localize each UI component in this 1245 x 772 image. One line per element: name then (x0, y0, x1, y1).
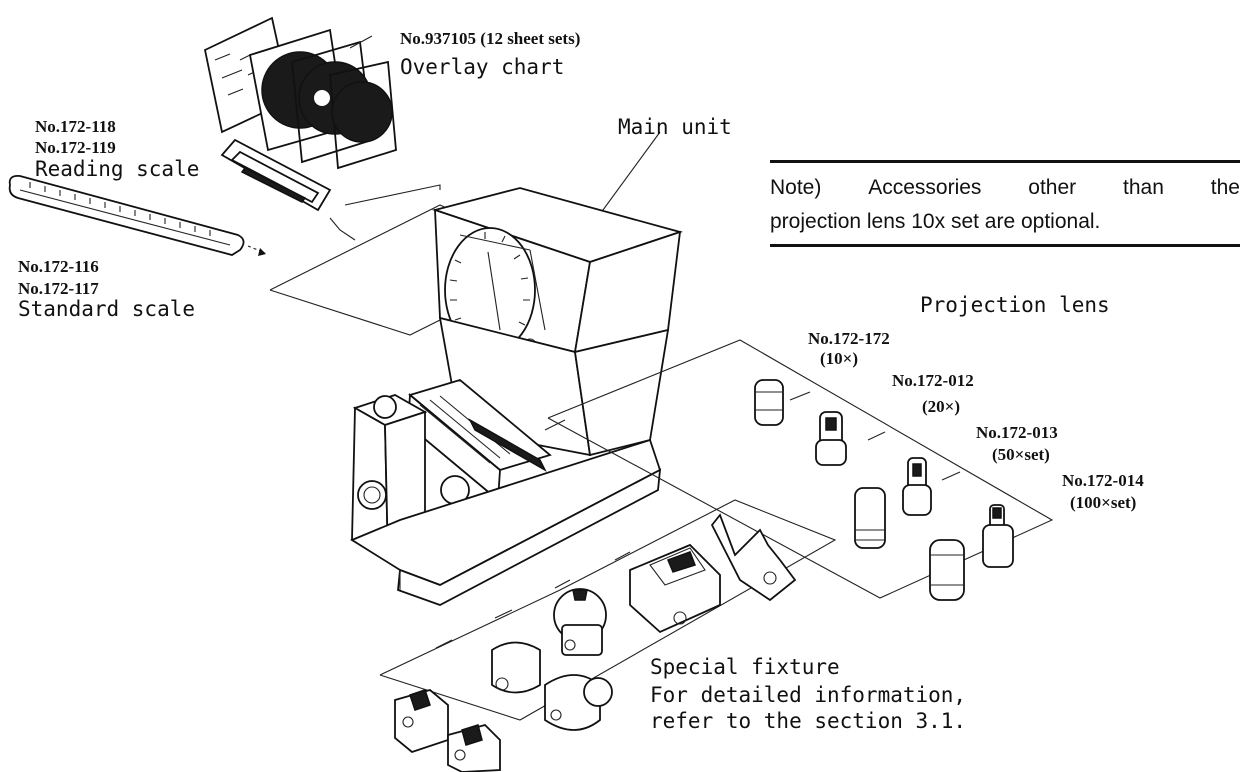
lens-100x-part-no: No.172-014 (1062, 471, 1144, 490)
projection-lens-illustration (544, 339, 1054, 601)
note-word: other (1028, 176, 1077, 199)
note-line-2: projection lens 10x set are optional. (770, 209, 1101, 233)
standard-scale-part-no-1: No.172-116 (18, 257, 99, 276)
standard-scale-part-no-2: No.172-117 (18, 279, 99, 298)
special-fixture-title: Special fixture (650, 655, 840, 679)
lens-50x-magnification: (50×set) (992, 445, 1050, 464)
lens-20x-part-no: No.172-012 (892, 371, 974, 390)
reading-scale-label: Reading scale (35, 157, 200, 181)
reading-scale-part-no-2: No.172-119 (35, 138, 116, 157)
overlay-chart-label: Overlay chart (400, 55, 565, 79)
note-line-1: Note) Accessories other than the (770, 171, 1240, 205)
lens-20x-magnification: (20×) (922, 397, 961, 416)
lens-10x-part-no: No.172-172 (808, 329, 890, 348)
projection-lens-title: Projection lens (920, 293, 1110, 317)
standard-scale-illustration (8, 175, 266, 256)
note-word: Accessories (868, 176, 982, 199)
overlay-chart-illustration (203, 16, 397, 170)
overlay-chart-part-no: No.937105 (12 sheet sets) (400, 29, 581, 48)
note-word: Note) (770, 176, 822, 199)
note-word: the (1210, 176, 1240, 199)
lens-50x-part-no: No.172-013 (976, 423, 1058, 442)
main-unit-label: Main unit (618, 115, 732, 139)
special-fixture-line-1: For detailed information, (650, 683, 967, 707)
lens-100x-magnification: (100×set) (1070, 493, 1137, 512)
standard-scale-label: Standard scale (18, 297, 196, 321)
reading-scale-part-no-1: No.172-118 (35, 117, 116, 136)
special-fixture-line-2: refer to the section 3.1. (650, 709, 967, 733)
note-word: than (1123, 176, 1164, 199)
main-unit-illustration (350, 187, 684, 606)
optional-accessories-note: Note) Accessories other than the project… (770, 160, 1240, 248)
lens-10x-magnification: (10×) (820, 349, 859, 368)
reading-scale-illustration (220, 138, 332, 212)
special-fixture-illustration (379, 499, 837, 772)
